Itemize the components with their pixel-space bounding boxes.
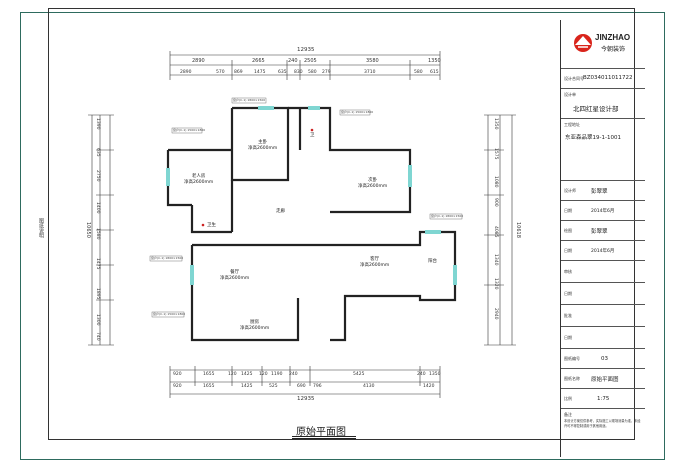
top-total-dim: 12935 (297, 47, 315, 53)
window-kitchen (453, 265, 457, 285)
room-label: 主卧净高2600mm (248, 140, 278, 151)
window-tag: 窗户(C-1) 1500×1800 (173, 128, 206, 132)
window-elder (166, 168, 170, 186)
info-row: 图纸编号 03 (561, 348, 645, 368)
notes-text: 本设计方案仅供参考，实际施工以现场测量为准，未经许可不得复制或用于其他用途。 (564, 419, 641, 428)
window-second (408, 165, 412, 187)
brand-subtitle: 今朝装饰 (601, 46, 626, 53)
margin-label: 图纸说明 (38, 218, 44, 238)
room-label: 客厅净高2600mm (360, 257, 390, 268)
window-master (258, 106, 274, 110)
brand-name: JINZHAO (595, 33, 631, 42)
contract-id-label: 设计合同号 (564, 76, 584, 81)
window-dining (190, 265, 194, 285)
info-row: 日期 (561, 326, 645, 348)
room-label: 阳台 (428, 259, 437, 264)
bottom-total-dim: 12935 (297, 396, 315, 402)
drawing-frame (48, 8, 635, 440)
window-tag: 窗户(C-1) 1800×1500 (233, 98, 266, 102)
wall-living (192, 230, 457, 342)
wall-dining (190, 245, 300, 342)
dept-row: 设计单 北四红星设计部 (561, 88, 645, 118)
contract-id-row: 设计合同号 BZ034011011722 (561, 68, 645, 88)
jinzhao-logo-icon (574, 34, 592, 52)
room-label: 次卧净高2600mm (358, 178, 388, 189)
window-kitchen-top (425, 230, 441, 234)
info-row: 审核 (561, 260, 645, 282)
info-row: 日期 (561, 282, 645, 304)
room-label: 卫生 (207, 223, 216, 228)
project-value: 东亚森品翠19-1-1001 (565, 135, 621, 141)
project-row: 工程地址 东亚森品翠19-1-1001 (561, 118, 645, 180)
project-label: 工程地址 (564, 122, 580, 127)
room-label: 厨房净高2600mm (240, 320, 270, 331)
info-row: 图纸名称 原始平面图 (561, 368, 645, 388)
window-tag: 窗户(C-1) 1500×1800 (153, 312, 186, 316)
caption-underline (292, 438, 356, 439)
dept-value: 北四红星设计部 (573, 105, 619, 113)
right-total-dim: 10618 (515, 222, 521, 238)
notes-label: 备注 (564, 412, 572, 417)
dept-label: 设计单 (564, 92, 576, 97)
notes-row: 备注 本设计方案仅供参考，实际施工以现场测量为准，未经许可不得复制或用于其他用途… (561, 408, 645, 456)
window-tag: 窗户(C-1) 1500×1800 (341, 110, 374, 114)
caption-underline (292, 436, 356, 437)
info-row: 绘图 彭翠翠 (561, 220, 645, 240)
info-row: 日期 2014年6月 (561, 240, 645, 260)
info-row: 日期 2014年6月 (561, 200, 645, 220)
drawing-caption: 原始平面图 (296, 427, 346, 438)
window-tag: 窗户(C-1) 1800×1500 (151, 256, 184, 260)
window-bath (308, 106, 320, 110)
drawing-sheet (20, 12, 665, 460)
info-row: 比例 1:75 (561, 388, 645, 408)
info-row: 批准 (561, 304, 645, 326)
contract-id-value: BZ034011011722 (583, 75, 633, 81)
title-block: JINZHAO 今朝装饰 设计合同号 BZ034011011722 设计单 北四… (560, 20, 645, 457)
wall-bath-small (190, 205, 232, 234)
room-label: 卫 (310, 133, 315, 138)
window-tag: 窗户(C-1) 1800×1500 (431, 214, 464, 218)
room-label: 餐厅净高2600mm (220, 270, 250, 281)
wall-second-bedroom (288, 106, 412, 214)
info-row: 设计师 彭翠翠 (561, 180, 645, 200)
room-label: 老人房净高2600mm (184, 174, 214, 185)
room-label: 走廊 (276, 209, 285, 214)
left-total-dim: 10650 (85, 222, 91, 238)
